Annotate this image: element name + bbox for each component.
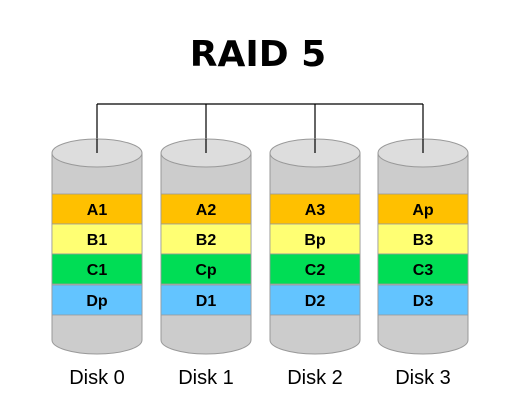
data-block-label: Bp: [304, 232, 326, 249]
data-block-fill: [269, 284, 361, 316]
data-block-fill: [51, 253, 143, 285]
data-block-fill: [160, 253, 252, 285]
data-block-fill: [377, 193, 469, 225]
data-block: Dp: [51, 284, 143, 316]
data-block-label: Ap: [412, 202, 434, 219]
data-block-label: D2: [305, 293, 326, 310]
data-block: B3: [377, 223, 469, 255]
data-block-label: C3: [413, 262, 434, 279]
data-block: A3: [269, 193, 361, 225]
data-block: B2: [160, 223, 252, 255]
data-block-fill: [377, 223, 469, 255]
data-block-fill: [269, 193, 361, 225]
data-block-fill: [377, 284, 469, 316]
data-block-fill: [377, 253, 469, 285]
data-block-fill: [51, 193, 143, 225]
disk-label: Disk 0: [69, 367, 125, 389]
diagram-title: RAID 5: [190, 34, 326, 75]
data-block-fill: [51, 284, 143, 316]
data-block: D3: [377, 284, 469, 316]
data-block-fill: [269, 253, 361, 285]
data-block-fill: [160, 193, 252, 225]
data-block-label: A2: [196, 202, 217, 219]
data-block: C2: [269, 253, 361, 285]
data-block-label: A3: [305, 202, 326, 219]
data-block-label: C2: [305, 262, 326, 279]
data-block: Bp: [269, 223, 361, 255]
data-block: C1: [51, 253, 143, 285]
data-block: Ap: [377, 193, 469, 225]
data-block-label: A1: [87, 202, 108, 219]
data-block-label: D3: [413, 293, 434, 310]
data-block: C3: [377, 253, 469, 285]
data-block: D2: [269, 284, 361, 316]
data-block-label: C1: [87, 262, 108, 279]
data-block-label: Cp: [195, 262, 217, 279]
disk-label: Disk 3: [395, 367, 451, 389]
data-block-label: B1: [87, 232, 108, 249]
disk-label: Disk 2: [287, 367, 343, 389]
data-block: D1: [160, 284, 252, 316]
data-block: A2: [160, 193, 252, 225]
data-block: B1: [51, 223, 143, 255]
data-block-label: B2: [196, 232, 217, 249]
data-block: A1: [51, 193, 143, 225]
controller-connector: [96, 103, 424, 153]
data-block-fill: [160, 223, 252, 255]
data-block-fill: [160, 284, 252, 316]
disk-label: Disk 1: [178, 367, 234, 389]
data-block-label: B3: [413, 232, 434, 249]
data-block-label: D1: [196, 293, 217, 310]
data-block: Cp: [160, 253, 252, 285]
data-block-label: Dp: [86, 293, 108, 310]
